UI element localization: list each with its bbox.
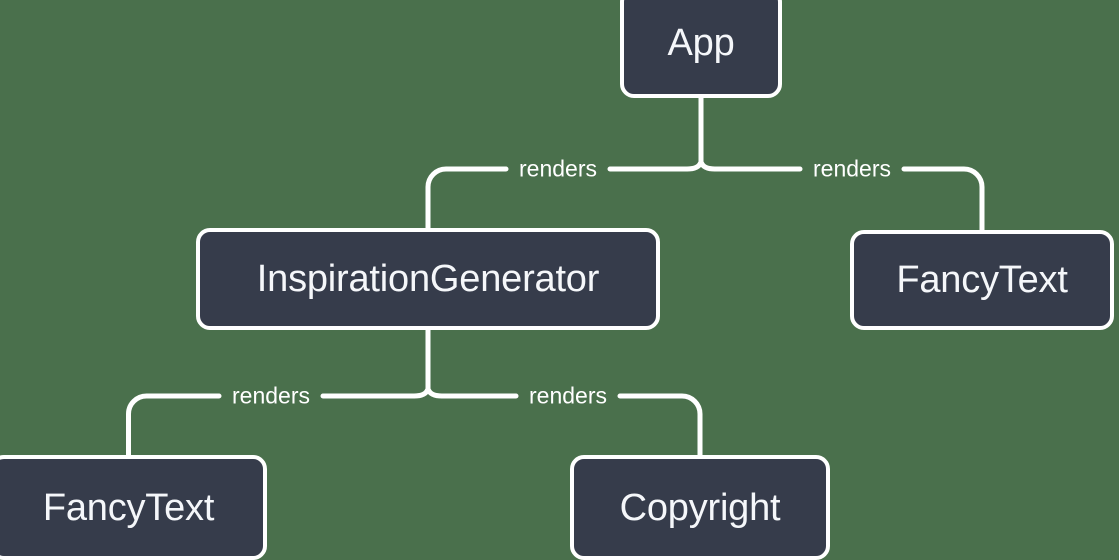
node-copyright[interactable]: Copyright [570,455,830,560]
edge-label-app-to-inspiration-generator: renders [519,155,597,182]
node-app[interactable]: App [620,0,782,98]
node-label: FancyText [42,486,215,529]
node-label: Copyright [619,486,781,529]
edge-label-inspiration-generator-to-fancytext-left: renders [232,382,310,409]
node-fancytext-right[interactable]: FancyText [850,230,1114,330]
edge-label-app-to-fancytext-right: renders [813,155,891,182]
node-label: FancyText [896,259,1068,301]
node-label: InspirationGenerator [256,258,600,300]
node-fancytext-left[interactable]: FancyText [0,455,267,560]
edge-label-inspiration-generator-to-copyright: renders [529,382,607,409]
node-label: App [667,22,735,64]
node-inspiration-generator[interactable]: InspirationGenerator [196,228,660,330]
